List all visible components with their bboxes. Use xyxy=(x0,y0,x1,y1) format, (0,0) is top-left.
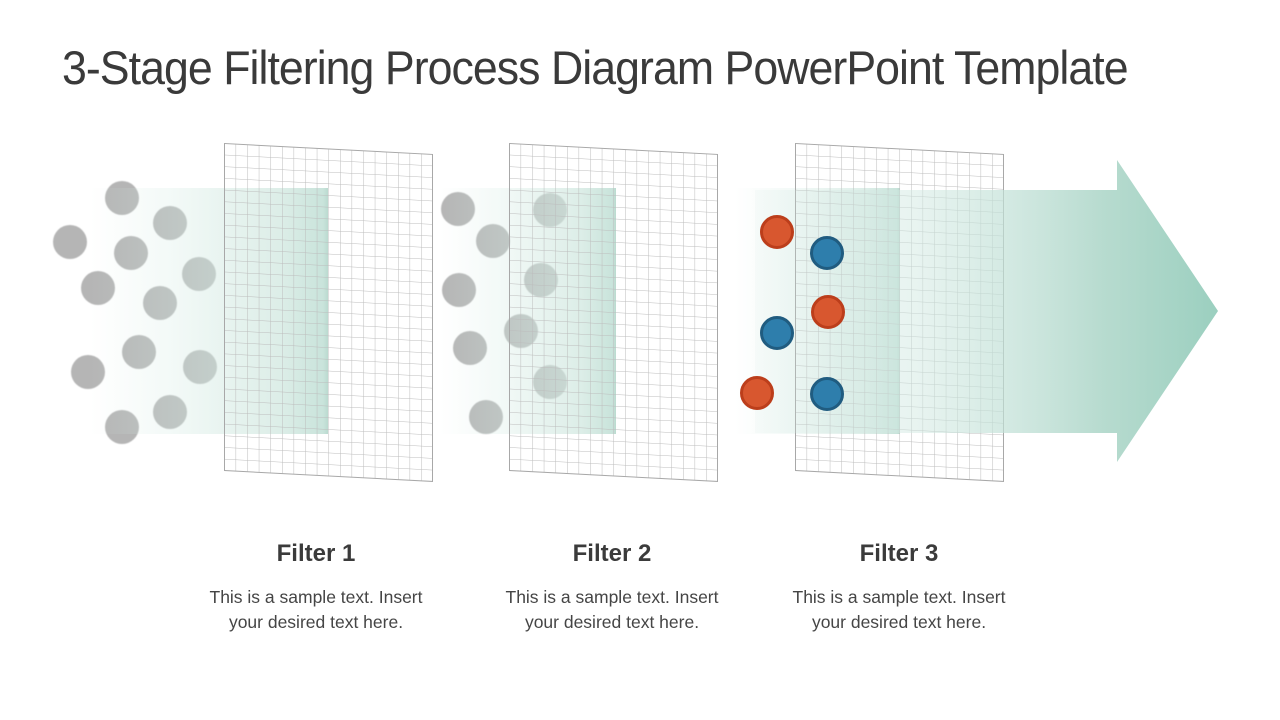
gray-particle xyxy=(53,225,87,259)
filter-2-label: Filter 2 xyxy=(572,540,652,567)
blue-particle xyxy=(810,236,844,270)
blue-particle xyxy=(810,377,844,411)
filter-mesh-1 xyxy=(224,143,433,482)
filter-1-description: This is a sample text. Insert your desir… xyxy=(209,587,423,632)
red-particle xyxy=(760,215,794,249)
blue-particle xyxy=(760,316,794,350)
flow-arrow-icon xyxy=(755,160,1218,462)
filter-1-caption: Filter 1 This is a sample text. Insert y… xyxy=(186,540,446,635)
filter-1-label: Filter 1 xyxy=(276,540,356,567)
red-particle xyxy=(740,376,774,410)
filter-2-description: This is a sample text. Insert your desir… xyxy=(505,587,719,632)
slide-title: 3-Stage Filtering Process Diagram PowerP… xyxy=(62,41,1129,94)
red-particle xyxy=(811,295,845,329)
filter-mesh-2 xyxy=(509,143,718,482)
filter-3-description: This is a sample text. Insert your desir… xyxy=(792,587,1006,632)
filter-3-label: Filter 3 xyxy=(859,540,939,567)
filter-3-caption: Filter 3 This is a sample text. Insert y… xyxy=(769,540,1029,635)
filter-2-caption: Filter 2 This is a sample text. Insert y… xyxy=(482,540,742,635)
